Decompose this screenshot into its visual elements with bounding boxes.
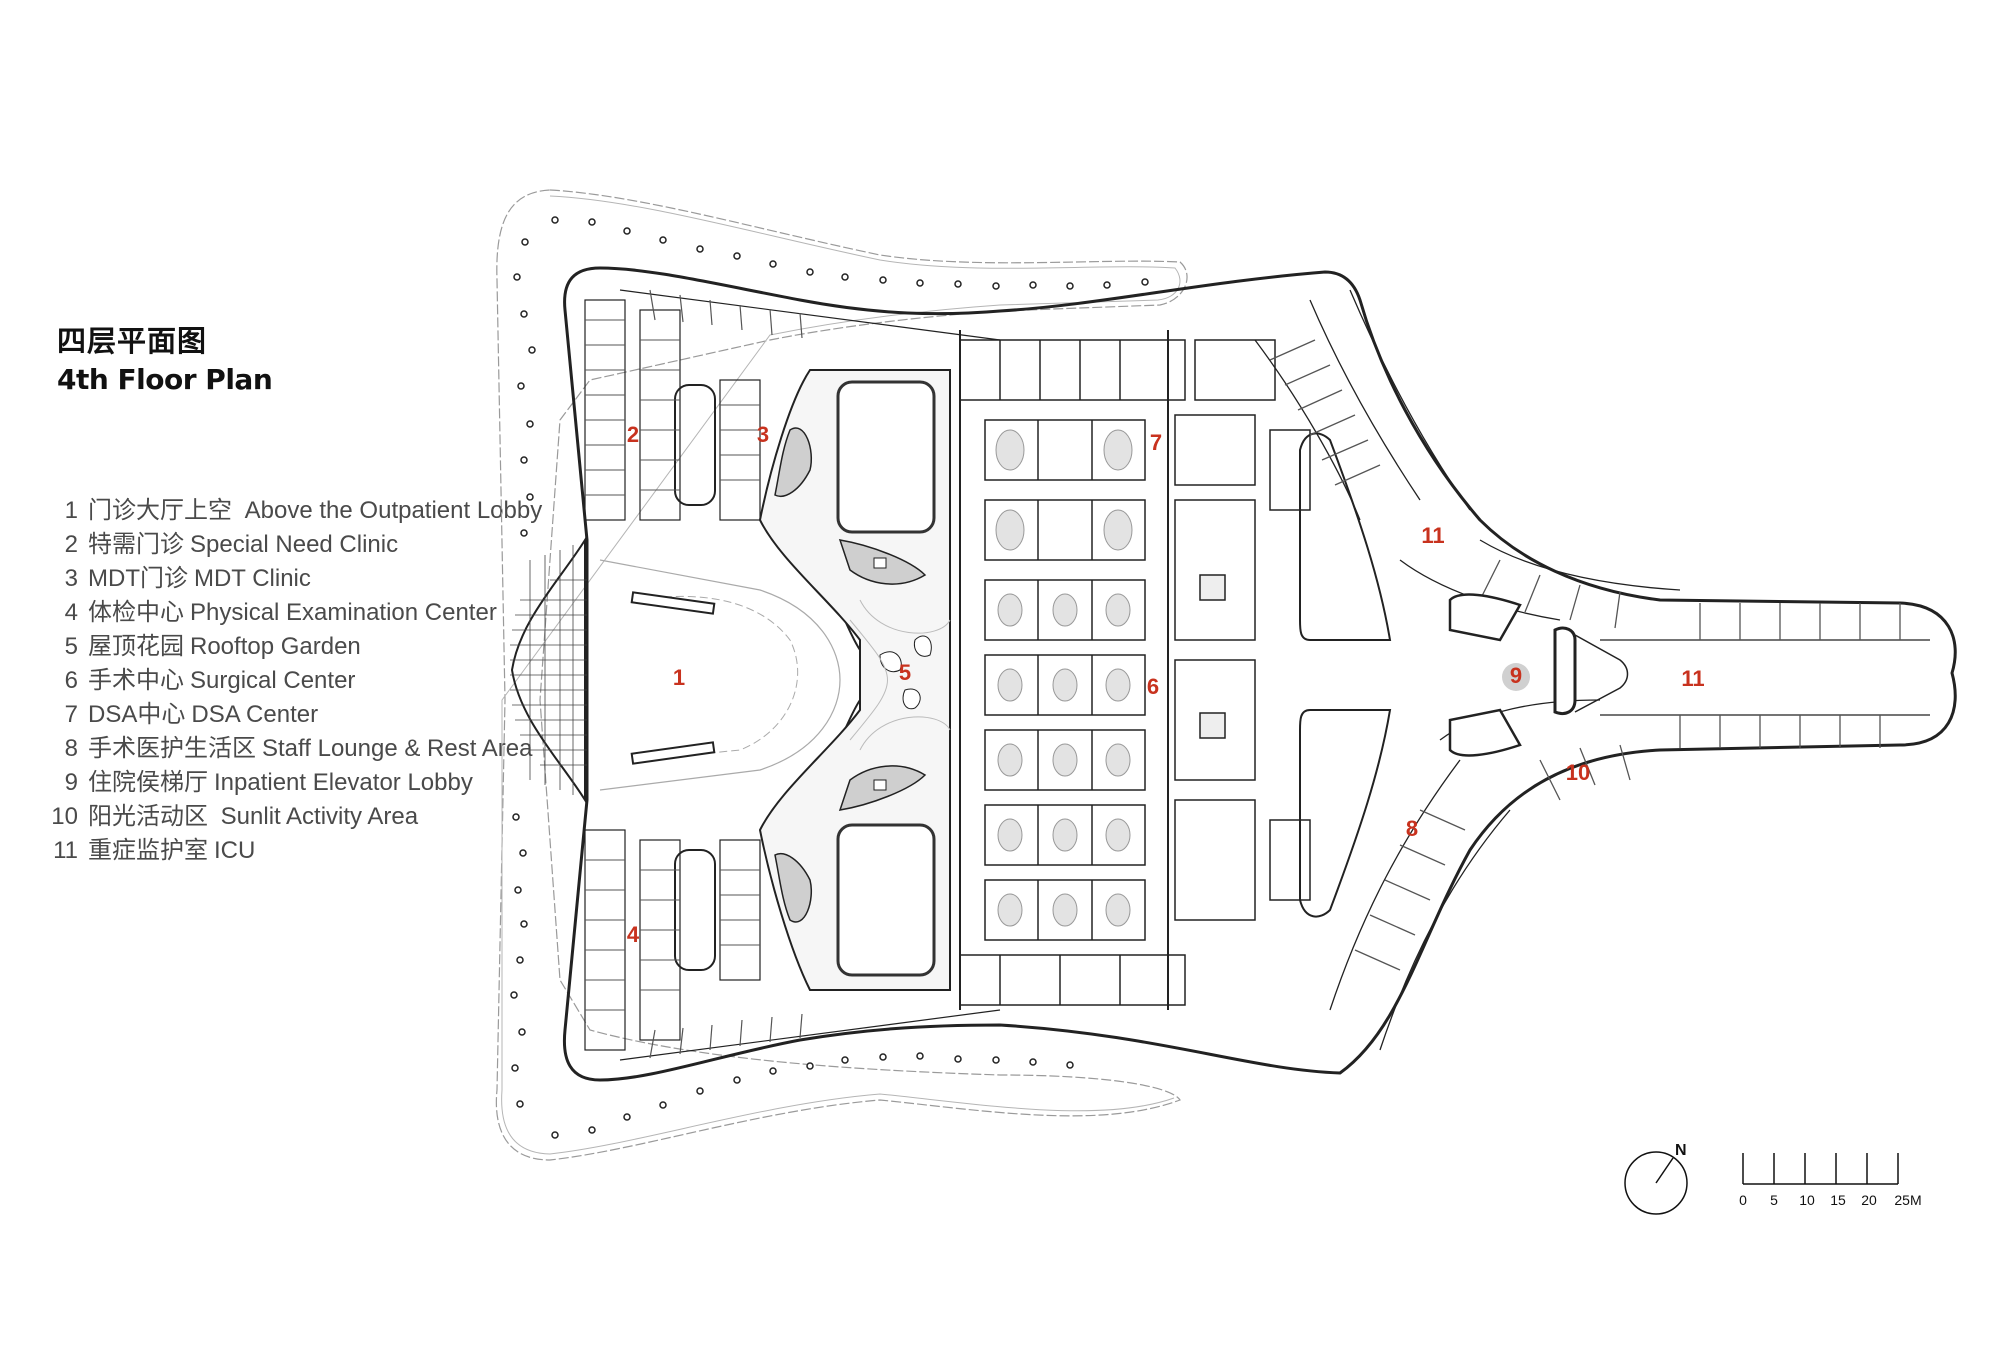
map-label-1: 1 xyxy=(673,665,685,690)
legend-en: Staff Lounge & Rest Area xyxy=(262,735,533,762)
legend-number: 6 xyxy=(64,667,78,694)
map-label-3: 3 xyxy=(757,422,769,447)
map-label-7: 7 xyxy=(1150,430,1162,455)
map-label-2: 2 xyxy=(627,422,639,447)
legend-cn: MDT门诊 xyxy=(88,565,188,592)
central-void xyxy=(1299,432,1392,918)
legend-en: Rooftop Garden xyxy=(190,633,361,660)
scale-label: 0 xyxy=(1739,1192,1747,1208)
legend-number: 7 xyxy=(64,701,78,728)
roof-canopy-outline-inner xyxy=(501,195,1181,1155)
glass-atrium-bulge xyxy=(510,536,587,804)
map-label-9: 9 xyxy=(1510,663,1522,688)
map-label-8: 8 xyxy=(1406,816,1418,841)
building-outline xyxy=(562,266,1957,1082)
surgical-center-blocks xyxy=(959,330,1311,1010)
roof-canopy-outline xyxy=(495,189,1188,1161)
scale-bar-labels: 0 5 10 15 20 25M xyxy=(1739,1192,1922,1208)
icu-upper-wing xyxy=(1254,289,1930,748)
legend-number: 1 xyxy=(64,497,78,524)
legend-cn: 门诊大厅上空 xyxy=(88,497,232,524)
legend-en: Above the Outpatient Lobby xyxy=(244,497,543,524)
legend-en: Physical Examination Center xyxy=(190,599,497,626)
operating-room-fixtures xyxy=(995,429,1133,927)
legend-number: 8 xyxy=(64,735,78,762)
title-english: 4th Floor Plan xyxy=(57,363,273,396)
legend-en: Inpatient Elevator Lobby xyxy=(214,769,473,796)
north-compass-icon: N xyxy=(1624,1142,1688,1215)
legend-cn: DSA中心 xyxy=(88,701,186,728)
rooftop-garden xyxy=(758,369,951,991)
legend-en: Sunlit Activity Area xyxy=(220,803,419,830)
title-block: 四层平面图 4th Floor Plan xyxy=(57,322,273,400)
legend-cn: 特需门诊 xyxy=(88,531,184,558)
canopy-columns xyxy=(510,216,1149,1139)
inpatient-elevator-core xyxy=(1448,593,1629,757)
legend-number: 2 xyxy=(64,531,78,558)
map-label-6: 6 xyxy=(1147,674,1159,699)
legend-number: 3 xyxy=(64,565,78,592)
legend-en: ICU xyxy=(214,837,256,864)
legend-item: 1 门诊大厅上空 Above the Outpatient Lobby xyxy=(40,490,543,524)
legend-cn: 屋顶花园 xyxy=(88,633,184,660)
legend-cn: 阳光活动区 xyxy=(88,803,208,830)
north-label: N xyxy=(1675,1142,1687,1159)
left-wing-rooms xyxy=(584,289,1001,1061)
legend-cn: 手术中心 xyxy=(88,667,184,694)
scale-label: 5 xyxy=(1770,1192,1778,1208)
legend-en: MDT Clinic xyxy=(193,565,311,592)
legend-number: 11 xyxy=(53,837,78,864)
legend-en: Surgical Center xyxy=(190,667,356,694)
legend-cn: 住院侯梯厅 xyxy=(88,769,208,796)
staff-lounge-lower-wing xyxy=(1329,699,1631,1051)
map-label-4: 4 xyxy=(627,922,640,947)
legend-number: 9 xyxy=(64,769,78,796)
legend-item: 10 阳光活动区 Sunlit Activity Area xyxy=(40,796,542,830)
map-label-11-upper: 11 xyxy=(1421,523,1444,548)
legend-en: Special Need Clinic xyxy=(190,531,399,558)
scale-label: 25M xyxy=(1894,1192,1921,1208)
legend-number: 10 xyxy=(51,803,78,830)
map-label-11-wing: 11 xyxy=(1681,666,1704,691)
legend: 1 门诊大厅上空 Above the Outpatient Lobby 2 特需门诊… xyxy=(40,490,542,864)
legend-number: 5 xyxy=(64,633,78,660)
legend-en: DSA Center xyxy=(191,701,319,728)
title-chinese: 四层平面图 xyxy=(57,324,208,358)
scale-label: 15 xyxy=(1830,1192,1846,1208)
legend-cn: 体检中心 xyxy=(88,599,184,626)
legend-cn: 重症监护室 xyxy=(88,837,208,864)
map-label-5: 5 xyxy=(899,660,911,685)
map-area-labels: 1 2 3 4 5 6 7 8 9 10 11 11 xyxy=(627,422,1705,947)
scale-label: 10 xyxy=(1799,1192,1815,1208)
scale-bar xyxy=(1742,1153,1899,1185)
legend-number: 4 xyxy=(64,599,78,626)
map-label-10: 10 xyxy=(1566,760,1590,785)
scale-label: 20 xyxy=(1861,1192,1877,1208)
legend-cn: 手术医护生活区 xyxy=(88,735,256,762)
